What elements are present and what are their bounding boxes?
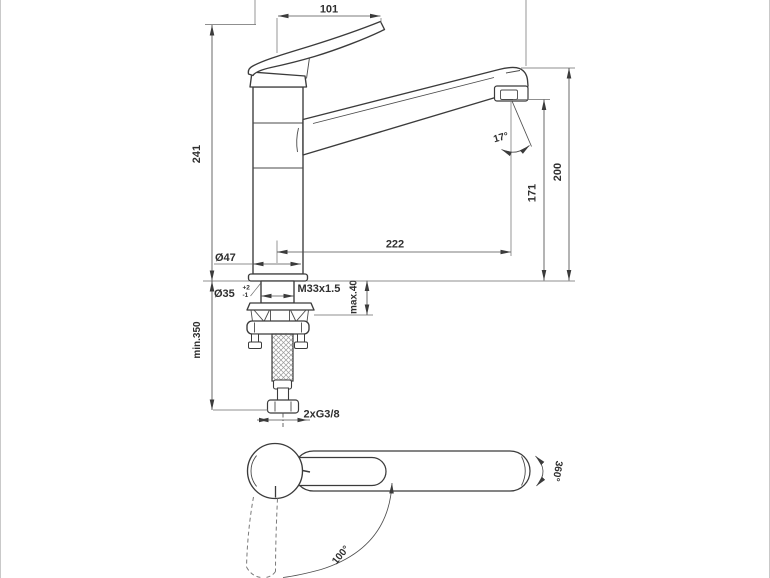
dim-label-200: 200 [552, 163, 564, 181]
dim-hole-diameter: Ø35 +2 -1 [214, 283, 261, 300]
handle [247, 20, 386, 88]
mounting-nut [246, 320, 310, 335]
spout-joint-face [296, 127, 299, 153]
dim-hose-connection: 2xG3/8 [257, 409, 340, 427]
cartridge-collar [249, 71, 308, 88]
spout-tip-edge [505, 70, 521, 74]
spout-end-inner-edge [521, 456, 526, 486]
stud-foot [248, 341, 262, 349]
dim-outlet-angle: 17° [492, 100, 532, 256]
lever [247, 20, 386, 77]
spout-body [302, 66, 529, 156]
spout-highlight [312, 77, 495, 124]
dim-spout-tip-height: 200 [521, 67, 575, 281]
dim-label-17deg: 17° [492, 131, 509, 146]
mounting-bracket-braces [250, 309, 309, 323]
handle-marker [302, 469, 311, 473]
dim-label-m33: M33x1.5 [298, 283, 341, 295]
dim-label-101: 101 [320, 4, 338, 16]
dim-height-and-clearance: 241 min.350 [191, 24, 268, 411]
aerator-insert [500, 89, 518, 100]
body-inner-edge [250, 455, 257, 487]
dim-label-222: 222 [386, 239, 404, 251]
dim-label-d47: Ø47 [215, 252, 236, 264]
braided-hose [271, 333, 294, 382]
g38-nut [266, 399, 300, 414]
dim-label-d35-tol-lower: -1 [243, 292, 249, 299]
threaded-shank [260, 280, 295, 304]
dim-label-max40: max.40 [349, 280, 360, 314]
hose-pipe [276, 387, 290, 402]
dim-label-d35: Ø35 [214, 288, 235, 300]
dim-handle-swing: 100° [282, 482, 394, 578]
dim-body-diameter: Ø47 [214, 252, 301, 267]
dim-outlet-height: 171 [513, 99, 550, 281]
handle-swung-position [246, 496, 278, 578]
mounting-hardware [246, 280, 315, 414]
dim-spout-reach: 222 [276, 239, 511, 263]
dim-label-g38: 2xG3/8 [304, 409, 340, 421]
body-column [252, 86, 304, 275]
dim-shank-thread: M33x1.5 [261, 283, 341, 299]
lever-neck-edge [306, 57, 310, 79]
dim-label-100deg: 100° [330, 544, 352, 567]
dim-spout-swivel: 360° [535, 455, 564, 487]
side-view: 101 241 min.350 Ø47 Ø35 +2 -1 M [191, 0, 575, 427]
dim-label-241: 241 [191, 145, 203, 163]
plan-view: 100° 360° [246, 442, 564, 578]
dim-label-min350: min.350 [192, 321, 203, 359]
aerator-housing [493, 85, 529, 102]
spout [296, 66, 529, 156]
dim-label-360deg: 360° [550, 460, 564, 482]
stud-foot [294, 341, 308, 349]
body-base [247, 273, 309, 282]
dim-label-d35-tol-upper: +2 [243, 285, 251, 292]
dim-deck-thickness: max.40 [314, 280, 373, 316]
dim-label-171: 171 [527, 184, 539, 202]
dim-handle-projection: 101 [276, 4, 382, 53]
base-flange [246, 302, 315, 311]
